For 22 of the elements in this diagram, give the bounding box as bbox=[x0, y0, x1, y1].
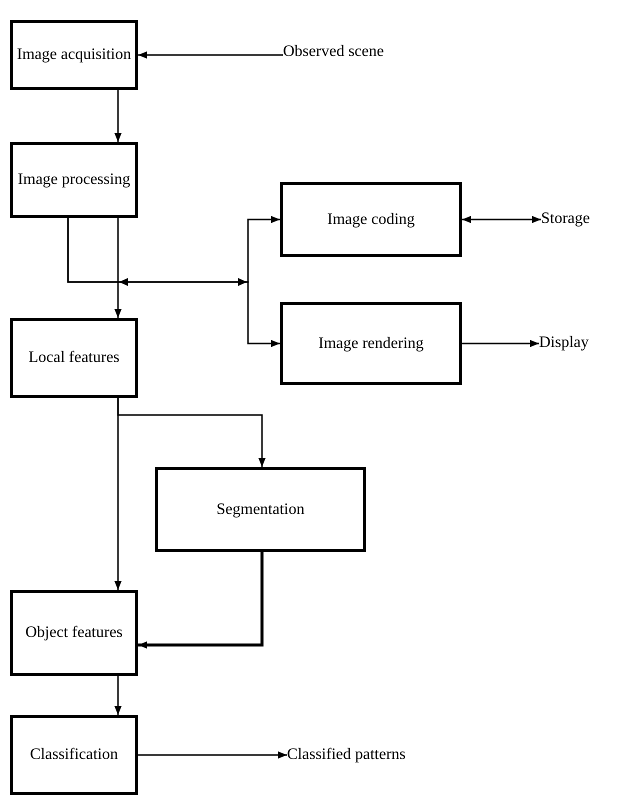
arrow bbox=[114, 398, 122, 590]
arrow bbox=[114, 90, 122, 142]
arrow bbox=[138, 51, 283, 59]
arrow bbox=[462, 340, 539, 348]
arrow bbox=[138, 552, 264, 649]
process-box: Image coding bbox=[280, 182, 462, 257]
arrow bbox=[138, 751, 287, 759]
process-box: Image rendering bbox=[280, 302, 462, 385]
process-box: Image processing bbox=[10, 142, 138, 218]
arrow bbox=[67, 218, 280, 348]
process-box: Object features bbox=[10, 590, 138, 676]
process-box: Segmentation bbox=[155, 467, 366, 552]
node-label: Display bbox=[539, 329, 623, 357]
arrow bbox=[114, 676, 122, 715]
process-box: Local features bbox=[10, 318, 138, 398]
arrow bbox=[114, 218, 122, 318]
node-label: Storage bbox=[541, 205, 623, 233]
arrow bbox=[462, 216, 541, 224]
process-box: Classification bbox=[10, 715, 138, 795]
node-label: Classified patterns bbox=[287, 741, 487, 769]
node-label: Observed scene bbox=[283, 38, 453, 66]
process-box: Image acquisition bbox=[10, 20, 138, 90]
